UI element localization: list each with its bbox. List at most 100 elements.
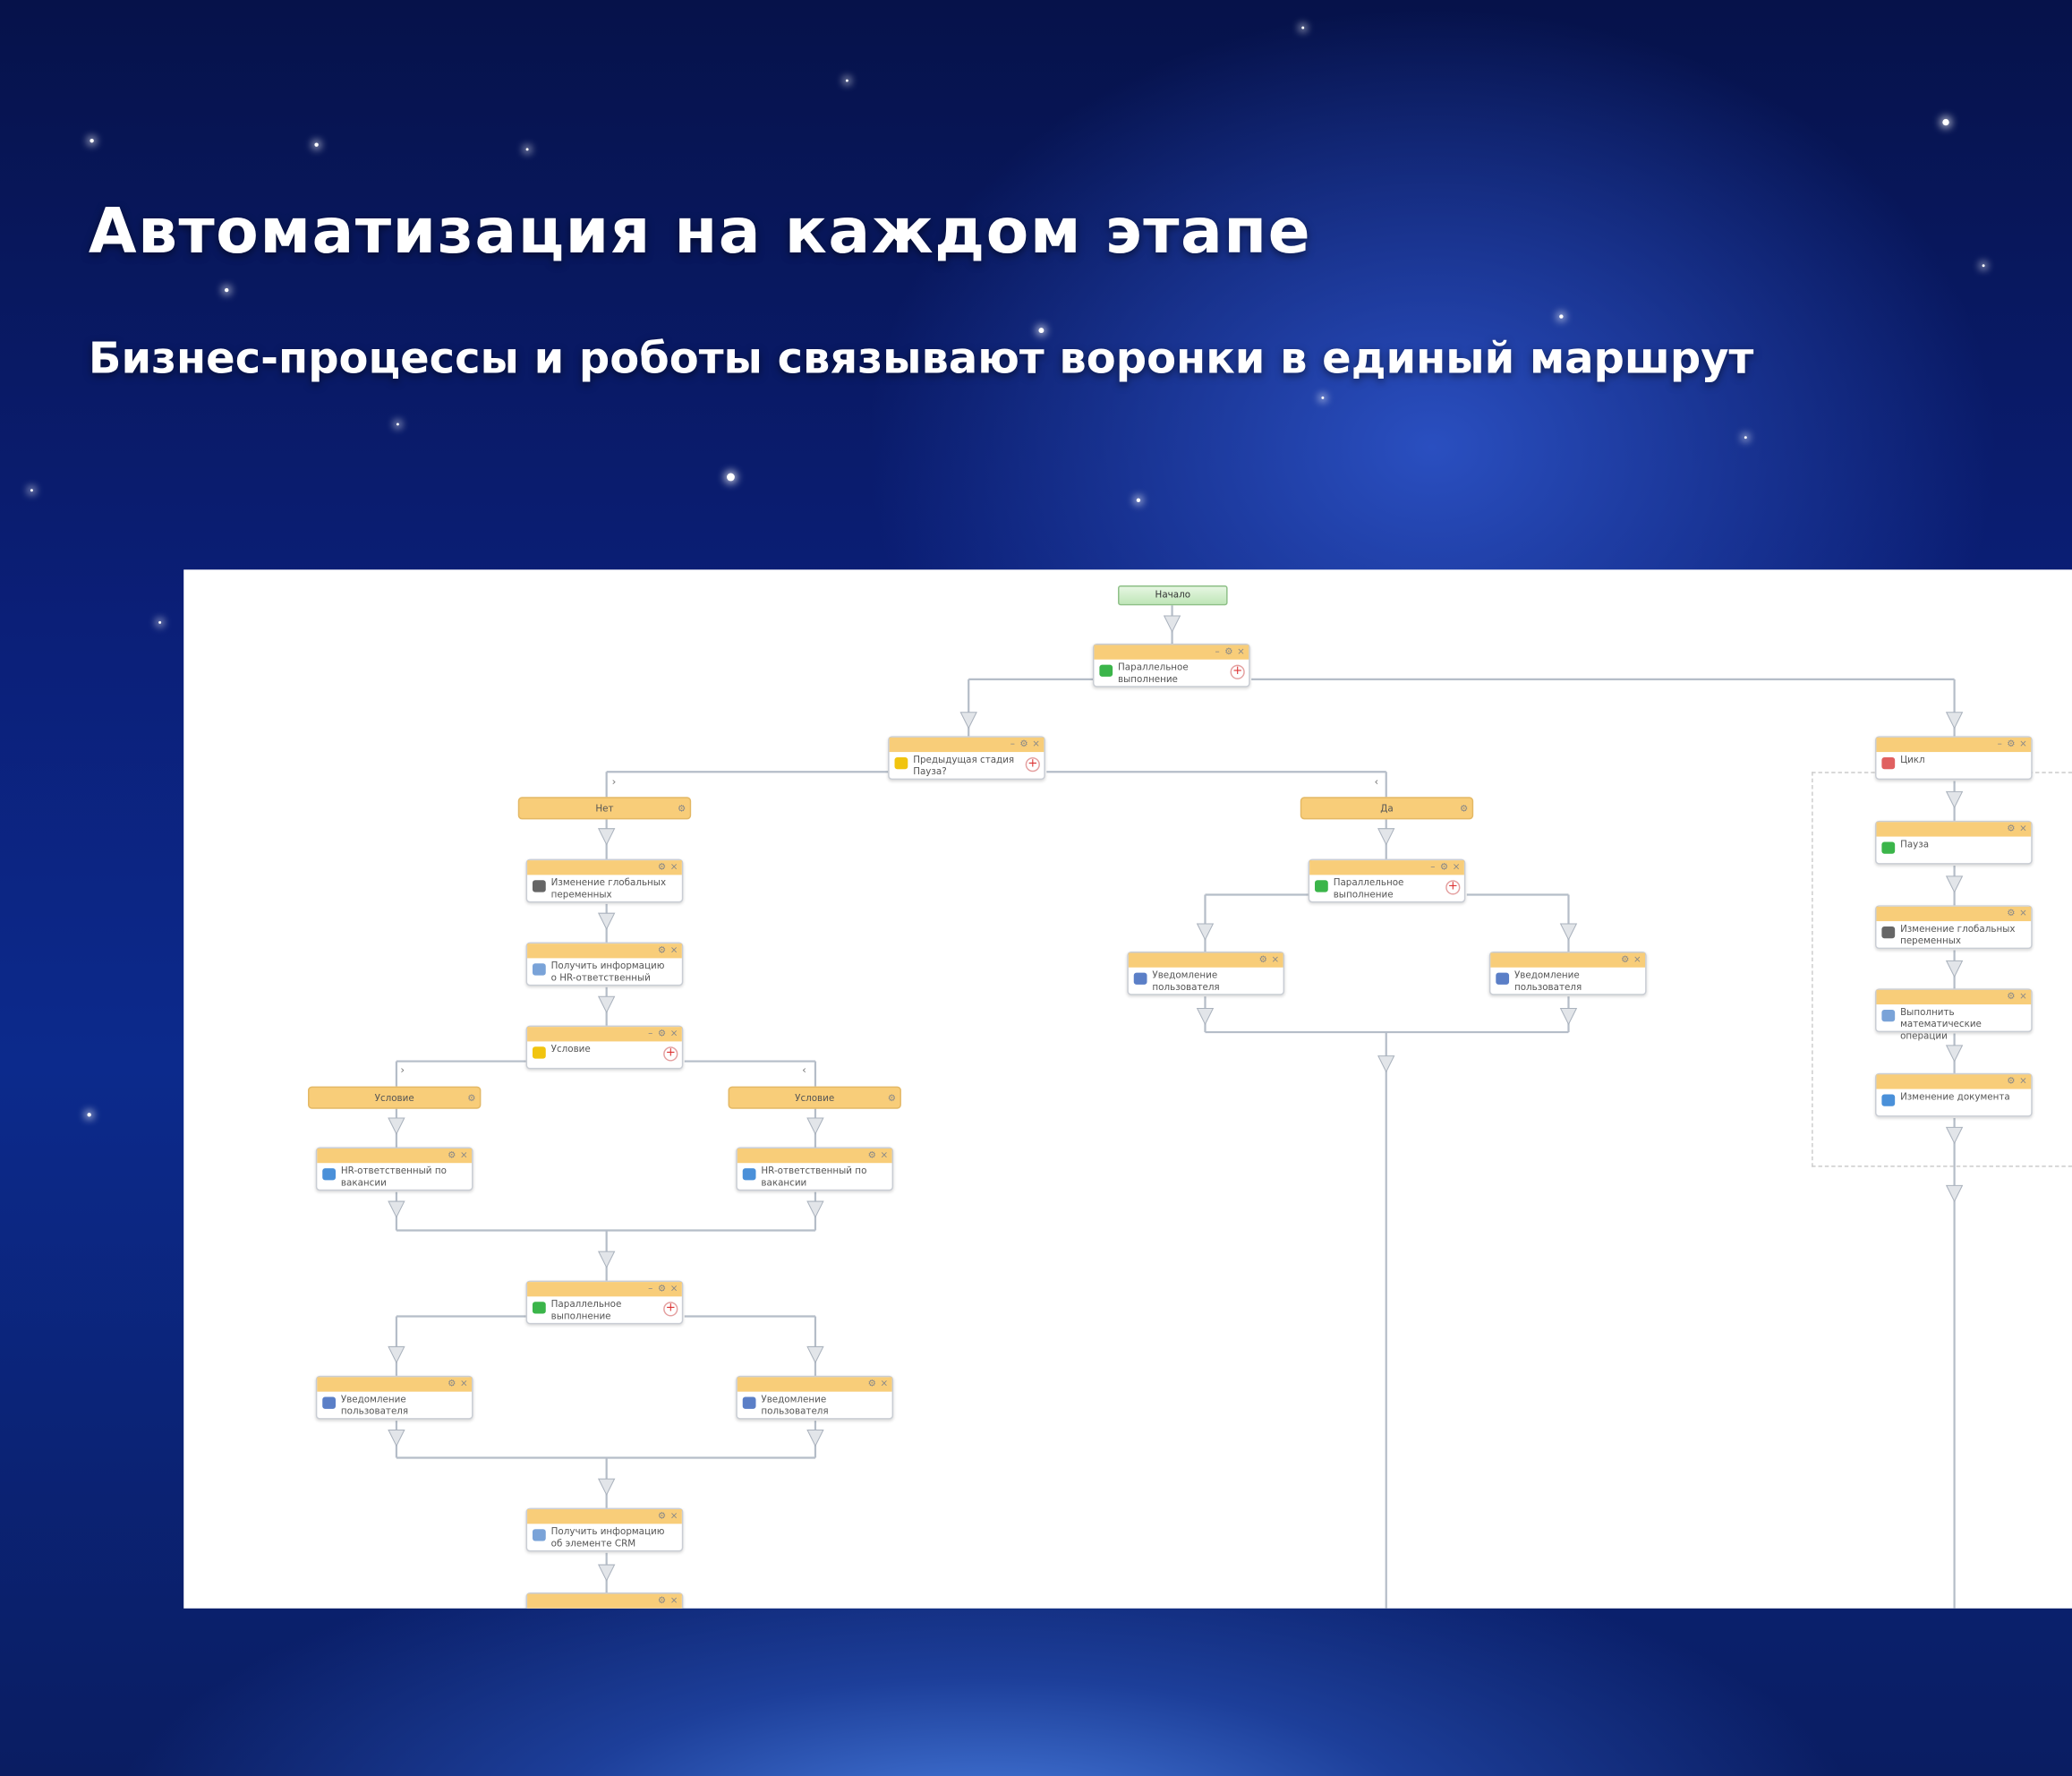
add-branch-icon[interactable]: + (663, 1302, 678, 1317)
arrow-icon[interactable] (1196, 1007, 1215, 1026)
settings-icon[interactable]: ⚙ (1224, 645, 1233, 657)
minimize-icon[interactable]: – (1215, 645, 1220, 657)
minimize-icon[interactable]: – (1997, 739, 2002, 750)
settings-icon[interactable]: ⚙ (2007, 823, 2016, 834)
arrow-icon[interactable] (1945, 790, 1964, 809)
node-header[interactable]: ⚙× (317, 1377, 473, 1392)
close-icon[interactable]: × (880, 1378, 889, 1389)
activity-node[interactable]: ⚙×Изменение документа (1875, 1072, 2033, 1117)
activity-node[interactable]: ⚙×Уведомление пользователя (1488, 952, 1647, 995)
node-header[interactable]: ⚙× (737, 1377, 892, 1392)
settings-icon[interactable]: ⚙ (448, 1378, 456, 1389)
arrow-icon[interactable] (1945, 1126, 1964, 1145)
node-header[interactable]: ⚙× (317, 1148, 473, 1164)
settings-icon[interactable]: ⚙ (1621, 953, 1630, 965)
settings-icon[interactable]: ⚙ (1019, 739, 1028, 750)
close-icon[interactable]: × (669, 1510, 678, 1522)
close-icon[interactable]: × (669, 1595, 678, 1606)
settings-icon[interactable]: ⚙ (2007, 1075, 2016, 1087)
node-header[interactable]: –⚙× (1876, 737, 2032, 753)
close-icon[interactable]: × (2019, 991, 2027, 1003)
arrow-icon[interactable] (388, 1117, 405, 1135)
arrow-icon[interactable] (806, 1117, 824, 1135)
node-header[interactable]: ⚙× (1876, 1074, 2032, 1089)
close-icon[interactable]: × (669, 1283, 678, 1294)
arrow-icon[interactable] (1945, 1184, 1964, 1203)
branch-label[interactable]: Условие⚙ (728, 1086, 901, 1109)
node-header[interactable]: ⚙× (527, 1593, 682, 1609)
settings-icon[interactable]: ⚙ (867, 1378, 876, 1389)
minimize-icon[interactable]: – (1010, 739, 1015, 750)
arrow-icon[interactable] (597, 995, 616, 1014)
arrow-icon[interactable] (1559, 1007, 1578, 1026)
close-icon[interactable]: × (1237, 645, 1245, 657)
arrow-icon[interactable] (597, 1564, 616, 1582)
arrow-icon[interactable] (1945, 712, 1964, 730)
activity-node[interactable]: ⚙×Изменение глобальных переменных (1875, 905, 2033, 950)
close-icon[interactable]: × (2019, 1075, 2027, 1087)
activity-node[interactable]: –⚙×Условие+ (525, 1025, 684, 1070)
close-icon[interactable]: × (669, 861, 678, 873)
activity-node[interactable]: ⚙×Уведомление пользователя (315, 1375, 473, 1420)
close-icon[interactable]: × (1633, 953, 1641, 965)
settings-icon[interactable]: ⚙ (2007, 739, 2016, 750)
minimize-icon[interactable]: – (648, 1028, 653, 1039)
settings-icon[interactable]: ⚙ (657, 1595, 667, 1606)
close-icon[interactable]: × (1032, 739, 1040, 750)
arrow-icon[interactable] (1945, 1045, 1964, 1063)
add-branch-icon[interactable]: + (1445, 880, 1461, 895)
settings-icon[interactable]: ⚙ (1460, 803, 1469, 815)
settings-icon[interactable]: ⚙ (2007, 908, 2016, 919)
arrow-icon[interactable] (388, 1345, 405, 1364)
settings-icon[interactable]: ⚙ (657, 1510, 667, 1522)
start-node[interactable]: Начало (1118, 585, 1228, 606)
arrow-icon[interactable] (1377, 1055, 1395, 1073)
close-icon[interactable]: × (669, 1028, 678, 1039)
settings-icon[interactable]: ⚙ (448, 1149, 456, 1161)
arrow-icon[interactable] (806, 1429, 824, 1447)
node-header[interactable]: ⚙× (1876, 906, 2032, 922)
arrow-icon[interactable] (597, 828, 616, 846)
node-header[interactable]: ⚙× (1876, 822, 2032, 837)
node-header[interactable]: ⚙× (527, 944, 682, 959)
settings-icon[interactable]: ⚙ (657, 944, 667, 956)
node-header[interactable]: –⚙ × (889, 737, 1045, 753)
node-header[interactable]: ⚙× (1490, 952, 1646, 968)
close-icon[interactable]: × (459, 1378, 468, 1389)
arrow-icon[interactable] (806, 1345, 824, 1364)
arrow-icon[interactable] (388, 1429, 405, 1447)
add-branch-icon[interactable]: + (663, 1046, 678, 1062)
node-header[interactable]: –⚙× (527, 1282, 682, 1297)
branch-label[interactable]: Да⚙ (1300, 797, 1474, 820)
close-icon[interactable]: × (1452, 861, 1461, 873)
activity-node[interactable]: ⚙×Получить информацию о HR-ответственный (525, 942, 684, 986)
node-header[interactable]: ⚙× (527, 1509, 682, 1524)
close-icon[interactable]: × (2019, 908, 2027, 919)
settings-icon[interactable]: ⚙ (1258, 953, 1267, 965)
settings-icon[interactable]: ⚙ (2007, 991, 2016, 1003)
settings-icon[interactable]: ⚙ (1439, 861, 1449, 873)
add-branch-icon[interactable]: + (1025, 756, 1040, 773)
close-icon[interactable]: × (669, 944, 678, 956)
settings-icon[interactable]: ⚙ (867, 1149, 876, 1161)
activity-node[interactable]: –⚙×Предыдущая стадия Пауза?+ (888, 736, 1045, 781)
arrow-icon[interactable] (597, 1251, 616, 1269)
node-header[interactable]: ⚙× (1128, 952, 1283, 968)
arrow-icon[interactable] (806, 1200, 824, 1218)
activity-node[interactable]: –⚙×Цикл (1875, 736, 2033, 781)
arrow-icon[interactable] (1559, 923, 1578, 941)
node-header[interactable]: –⚙× (1309, 860, 1464, 875)
close-icon[interactable]: × (459, 1149, 468, 1161)
arrow-icon[interactable] (1163, 615, 1181, 633)
node-header[interactable]: –⚙× (527, 1027, 682, 1042)
arrow-icon[interactable] (388, 1200, 405, 1218)
arrow-icon[interactable] (597, 912, 616, 931)
workflow-canvas[interactable]: Начало ›‹›‹Нет⚙Да⚙Условие⚙Условие⚙–⚙×Пар… (183, 569, 2072, 1609)
activity-node[interactable]: –⚙×Параллельное выполнение+ (1092, 644, 1250, 687)
arrow-icon[interactable] (1945, 875, 1964, 893)
minimize-icon[interactable]: – (1430, 861, 1436, 873)
close-icon[interactable]: × (1271, 953, 1280, 965)
activity-node[interactable]: –⚙×Параллельное выполнение+ (525, 1280, 684, 1325)
activity-node[interactable]: ⚙×Уведомление пользователя (736, 1375, 894, 1420)
branch-label[interactable]: Условие⚙ (308, 1086, 482, 1109)
